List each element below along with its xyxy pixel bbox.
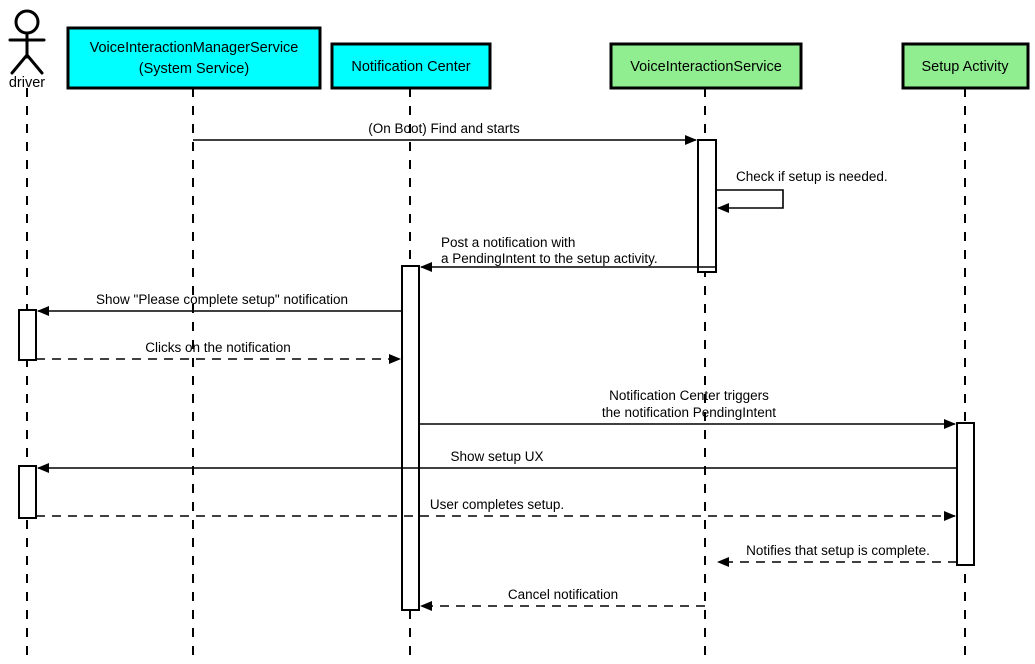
- participant-label-notification-center: Notification Center: [351, 59, 470, 75]
- participant-label-vims-line2: (System Service): [139, 61, 249, 77]
- participant-box-vims[interactable]: VoiceInteractionManagerService (System S…: [66, 26, 322, 90]
- message-4-show-please-complete-setup-notification[interactable]: Show "Please complete setup" notificatio…: [37, 292, 402, 316]
- participant-box-setup-activity[interactable]: Setup Activity: [901, 42, 1030, 90]
- message-3-label-line2: a PendingIntent to the setup activity.: [441, 251, 658, 266]
- message-10-cancel-notification[interactable]: Cancel notification: [420, 587, 705, 611]
- actor-leg-left-icon: [10, 53, 29, 75]
- participant-label-vis: VoiceInteractionService: [630, 59, 782, 75]
- participant-box-notification-center-rect: [330, 42, 492, 90]
- message-6-notification-center-triggers-pending-intent[interactable]: Notification Center triggers the notific…: [419, 388, 956, 429]
- actor-head-icon: [14, 9, 40, 35]
- participant-box-vis-rect: [609, 42, 803, 90]
- activation-bar-setup-activity: [956, 422, 975, 566]
- message-7-label: Show setup UX: [450, 449, 543, 464]
- message-3-post-notification-pending-intent[interactable]: Post a notification with a PendingIntent…: [420, 235, 716, 272]
- message-6-label-line1: Notification Center triggers: [609, 388, 769, 403]
- message-1-on-boot-find-and-starts[interactable]: (On Boot) Find and starts: [193, 121, 697, 145]
- activation-bars-group: [18, 139, 975, 611]
- participant-box-vims-rect: [66, 26, 322, 90]
- message-1-label: (On Boot) Find and starts: [368, 121, 520, 136]
- message-5-label: Clicks on the notification: [145, 340, 291, 355]
- message-5-clicks-on-the-notification[interactable]: Clicks on the notification: [36, 340, 401, 364]
- message-4-label: Show "Please complete setup" notificatio…: [96, 292, 348, 307]
- message-2-check-if-setup-is-needed[interactable]: Check if setup is needed.: [716, 169, 888, 213]
- message-7-show-setup-ux[interactable]: Show setup UX: [37, 449, 957, 473]
- message-9-label: Notifies that setup is complete.: [746, 543, 930, 558]
- activation-bar-driver-2: [18, 465, 37, 519]
- actor-driver[interactable]: driver: [8, 9, 46, 91]
- participant-box-vis[interactable]: VoiceInteractionService: [609, 42, 803, 90]
- message-9-notifies-that-setup-is-complete[interactable]: Notifies that setup is complete.: [717, 543, 957, 567]
- participant-label-vims-line1: VoiceInteractionManagerService: [90, 40, 299, 56]
- message-3-label-line1: Post a notification with: [441, 235, 575, 250]
- message-2-self-arrow: [716, 189, 784, 213]
- activation-bar-notification-center: [401, 265, 420, 611]
- actor-leg-right-icon: [25, 53, 44, 75]
- activation-bar-vis: [697, 139, 717, 273]
- message-10-label: Cancel notification: [508, 587, 618, 602]
- activation-bar-driver-1: [18, 309, 37, 361]
- participant-box-notification-center[interactable]: Notification Center: [330, 42, 492, 90]
- message-2-label: Check if setup is needed.: [736, 169, 888, 184]
- message-8-label: User completes setup.: [430, 497, 564, 512]
- participant-box-setup-activity-rect: [901, 42, 1030, 90]
- message-8-user-completes-setup[interactable]: User completes setup.: [36, 497, 956, 521]
- actor-label-driver: driver: [9, 75, 45, 91]
- message-6-label-line2: the notification PendingIntent: [602, 405, 776, 420]
- participant-label-setup-activity: Setup Activity: [921, 59, 1009, 75]
